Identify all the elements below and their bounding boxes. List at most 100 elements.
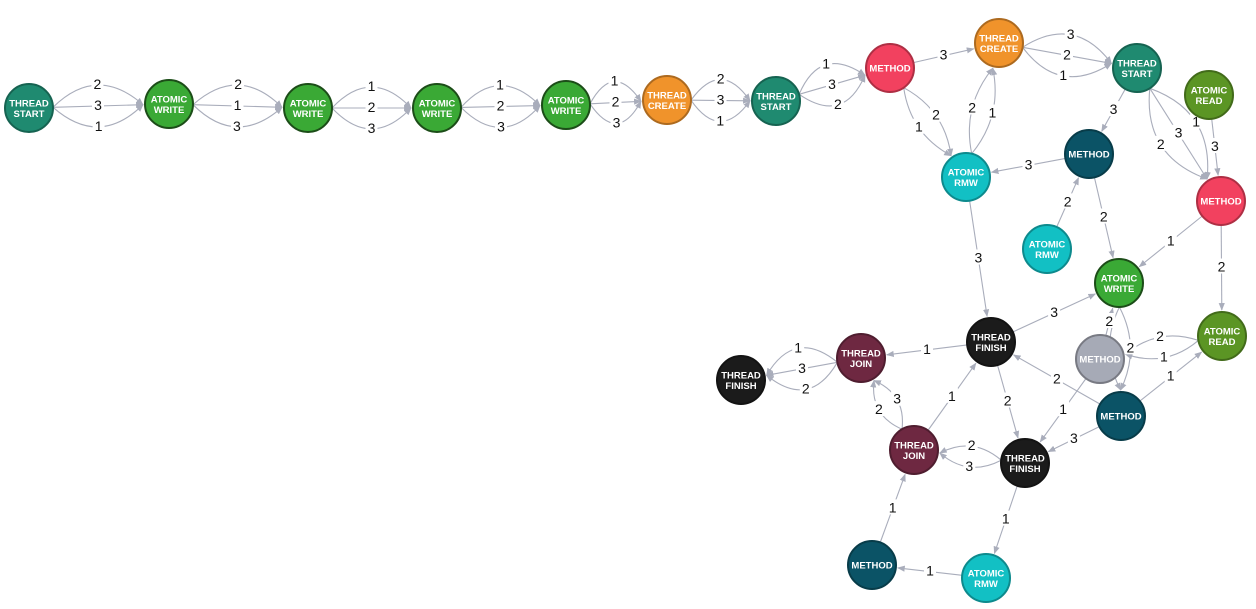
edge-label: 3 xyxy=(1050,304,1058,320)
node-label: METHOD xyxy=(869,64,910,75)
edge-label-background xyxy=(1215,258,1228,274)
edge-label: 2 xyxy=(368,99,376,115)
edge-label-background xyxy=(365,78,378,94)
edge-label-background xyxy=(1172,124,1185,140)
edge-label: 3 xyxy=(965,458,973,474)
edge-label: 1 xyxy=(95,118,103,134)
node-label: WRITE xyxy=(154,105,185,116)
node-label: METHOD xyxy=(1200,197,1241,208)
edge-label-background xyxy=(886,499,899,515)
method-node[interactable]: METHOD xyxy=(1096,391,1146,441)
node-circle xyxy=(751,76,801,126)
edge-label-background xyxy=(610,114,623,130)
edge-label-background xyxy=(1050,370,1063,386)
node-circle xyxy=(1075,334,1125,384)
edge-label: 1 xyxy=(1192,114,1200,130)
edge-label: 1 xyxy=(1002,511,1010,527)
edge-label-background xyxy=(999,510,1012,526)
edge-label: 3 xyxy=(940,47,948,63)
node-label: RMW xyxy=(1035,250,1059,261)
method-node[interactable]: METHOD xyxy=(847,540,897,590)
node-label: READ xyxy=(1209,337,1236,348)
edge-label-background xyxy=(1154,328,1166,343)
node-circle xyxy=(889,425,939,475)
node-label: THREAD xyxy=(841,348,881,359)
method-node[interactable]: METHOD xyxy=(1196,176,1246,226)
edge-label-background xyxy=(965,437,978,453)
node-circle xyxy=(1197,311,1247,361)
node-label: ATOMIC xyxy=(968,568,1005,579)
method-node[interactable]: METHOD xyxy=(865,43,915,93)
method-node[interactable]: METHOD xyxy=(1064,129,1114,179)
edge-arrow xyxy=(903,87,954,157)
node-label: CREATE xyxy=(648,101,686,112)
edge-label-background xyxy=(930,106,942,122)
edge-label-background xyxy=(1057,66,1070,82)
node-circle xyxy=(974,18,1024,68)
node-circle xyxy=(1022,224,1072,274)
edge-label: 1 xyxy=(989,105,997,121)
method-node[interactable]: METHOD xyxy=(1075,334,1125,384)
edge-label-background xyxy=(921,340,933,356)
edge-label-background xyxy=(365,119,378,135)
node-circle xyxy=(1112,43,1162,93)
node-label: METHOD xyxy=(1100,412,1141,423)
edge-label-background xyxy=(714,70,727,86)
edge-label-background xyxy=(986,104,999,120)
node-label: ATOMIC xyxy=(548,95,585,106)
edge-label: 1 xyxy=(889,499,897,515)
edge-label-background xyxy=(1164,232,1177,248)
edge-label: 2 xyxy=(612,94,620,110)
edge-label-background xyxy=(1001,392,1014,408)
edge-label-background xyxy=(1061,46,1073,62)
edge-label-background xyxy=(972,249,985,265)
node-circle xyxy=(865,43,915,93)
edge-label: 3 xyxy=(233,118,241,134)
node-label: ATOMIC xyxy=(948,167,985,178)
edge-label: 2 xyxy=(875,401,883,417)
edge-label: 1 xyxy=(496,77,504,93)
node-label: ATOMIC xyxy=(1101,273,1138,284)
edge-label: 2 xyxy=(834,96,842,112)
edge-label-background xyxy=(494,97,507,113)
edge-label: 1 xyxy=(716,112,724,128)
edge-label-background xyxy=(609,93,622,109)
edge-label: 2 xyxy=(932,107,940,123)
edge-label-background xyxy=(1097,208,1110,224)
node-label: FINISH xyxy=(725,381,756,392)
edge-label-background xyxy=(820,55,833,71)
edge-label-background xyxy=(1022,156,1035,172)
node-circle xyxy=(1064,129,1114,179)
edge-label-background xyxy=(799,380,812,396)
edge-label: 2 xyxy=(717,71,725,87)
edge-label: 3 xyxy=(1175,125,1183,141)
edge-label: 3 xyxy=(1025,156,1033,172)
edge-label: 3 xyxy=(828,76,836,92)
node-circle xyxy=(941,152,991,202)
edge-label: 2 xyxy=(94,76,102,92)
node-circle xyxy=(4,83,54,133)
node-label: RMW xyxy=(954,178,978,189)
node-label: METHOD xyxy=(1079,355,1120,366)
edge-label: 2 xyxy=(1063,46,1071,62)
